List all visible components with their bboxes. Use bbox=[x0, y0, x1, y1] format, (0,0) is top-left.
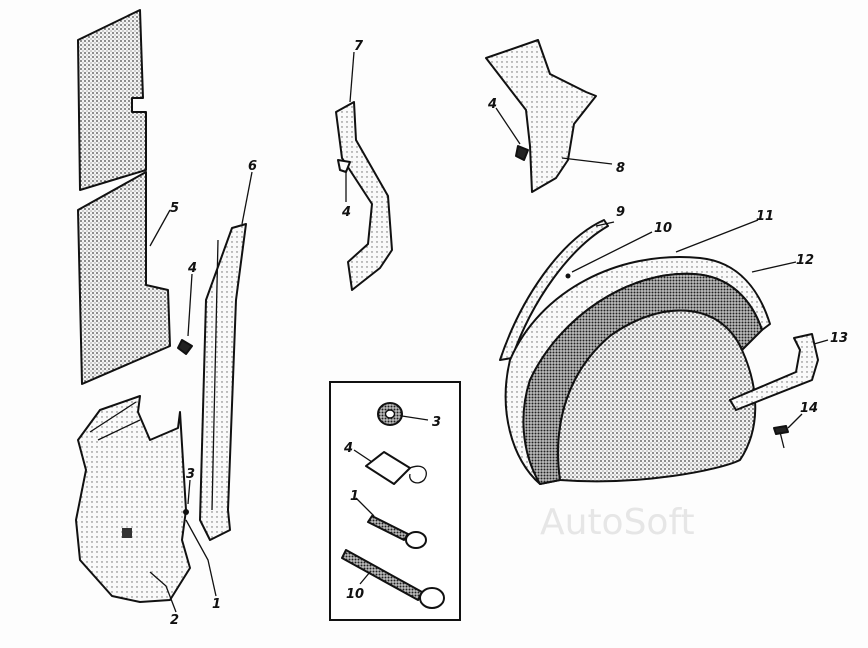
leader-lines bbox=[149, 51, 829, 613]
callout-10: 10 bbox=[654, 221, 672, 236]
callout-13: 13 bbox=[830, 331, 848, 346]
callout-5: 5 bbox=[170, 201, 179, 216]
inset-clip bbox=[365, 451, 427, 485]
callouts: 1 2 3 4 5 6 7 4 4 8 9 10 11 12 13 14 3 4… bbox=[170, 39, 848, 628]
inset-long-screw bbox=[341, 549, 445, 609]
part-4-left-clip bbox=[177, 339, 193, 355]
callout-8: 8 bbox=[616, 161, 625, 176]
inset-callout-1: 1 bbox=[350, 489, 359, 504]
callout-3: 3 bbox=[186, 467, 195, 482]
part-5-upper-panel bbox=[77, 9, 147, 191]
inset-grommet bbox=[377, 402, 403, 426]
callout-7: 7 bbox=[354, 39, 364, 54]
inset-short-screw bbox=[367, 515, 427, 549]
callout-1: 1 bbox=[212, 597, 221, 612]
fastener-inset bbox=[329, 381, 461, 621]
inset-callout-3: 3 bbox=[432, 415, 441, 430]
callout-4-middle: 4 bbox=[341, 205, 351, 220]
callout-4-left: 4 bbox=[187, 261, 197, 276]
part-13-bracket bbox=[729, 333, 819, 411]
callout-4-upper: 4 bbox=[487, 97, 497, 112]
part-5-lower-panel bbox=[77, 171, 171, 385]
inset-callout-10: 10 bbox=[346, 587, 364, 602]
part-11-12-fender bbox=[504, 256, 771, 485]
part-6-vertical-strip bbox=[199, 223, 247, 541]
callout-6: 6 bbox=[248, 159, 257, 174]
part-8-upper-bracket bbox=[485, 39, 597, 193]
inset-callout-4: 4 bbox=[343, 441, 353, 456]
part-14-screw bbox=[773, 425, 789, 449]
part-7-bent-strip bbox=[335, 101, 393, 291]
part-2-lower-bracket bbox=[75, 395, 191, 603]
callout-12: 12 bbox=[796, 253, 814, 268]
watermark-text: AutoSoft bbox=[540, 502, 695, 543]
callout-14: 14 bbox=[800, 401, 818, 416]
callout-9: 9 bbox=[616, 205, 625, 220]
callout-11: 11 bbox=[756, 209, 774, 224]
callout-2: 2 bbox=[170, 613, 179, 628]
